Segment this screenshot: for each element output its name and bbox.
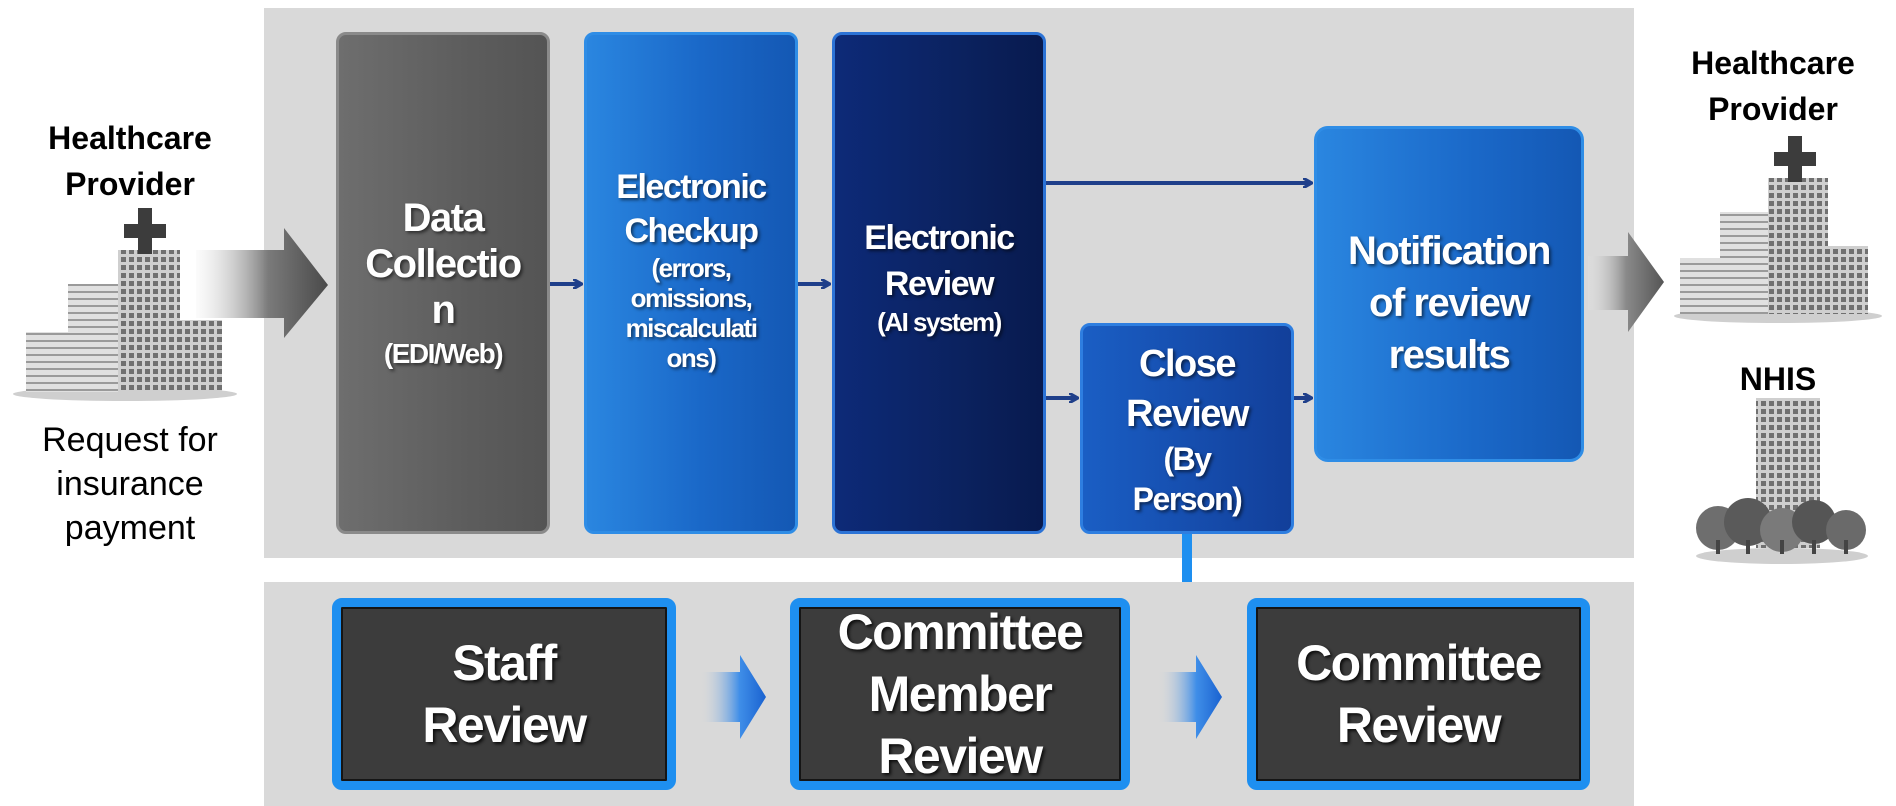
close-review-box: Close Review (By Person) <box>1080 323 1294 534</box>
review-label-line: Review <box>878 728 1043 784</box>
committee-review-box: Committee Review <box>1247 598 1590 790</box>
box-title-line: Data <box>402 196 485 240</box>
box-title-line: Review <box>1126 392 1249 435</box>
box-title-line: results <box>1388 333 1511 377</box>
box-title-line: Collectio <box>365 242 522 286</box>
caption-line: payment <box>64 509 196 547</box>
review-label-line: Committee <box>1296 635 1542 691</box>
box-subtitle-line: Person) <box>1132 480 1243 517</box>
box-title-line: Review <box>884 265 995 303</box>
box-title-line: Checkup <box>624 212 759 250</box>
request-caption: Request for insurance payment <box>10 418 250 550</box>
staff-review-box: Staff Review <box>332 598 676 790</box>
arrow-member-to-committee <box>1158 655 1222 739</box>
notification-box: Notification of review results <box>1314 126 1584 462</box>
arrow-staff-to-member <box>700 655 766 739</box>
box-title-line: Notification <box>1348 229 1551 273</box>
caption-line: insurance <box>56 465 204 503</box>
review-label-line: Review <box>1336 697 1502 753</box>
review-label-line: Review <box>422 697 587 753</box>
box-subtitle: (EDI/Web) <box>383 338 504 369</box>
box-subtitle-line: (errors, <box>651 253 732 283</box>
review-label-line: Member <box>868 666 1053 722</box>
box-subtitle: (AI system) <box>877 307 1002 337</box>
electronic-checkup-box: Electronic Checkup (errors, omissions, m… <box>584 32 798 534</box>
left-provider-title: Healthcare Provider <box>48 120 212 202</box>
hospital-building-icon <box>1674 136 1882 323</box>
input-arrow <box>196 228 328 338</box>
box-subtitle-line: ons) <box>666 343 717 373</box>
box-subtitle-line: (By <box>1163 440 1212 477</box>
electronic-review-box: Electronic Review (AI system) <box>832 32 1046 534</box>
caption-line: Request for <box>42 421 218 459</box>
box-title-line: Close <box>1139 342 1236 385</box>
output-arrow <box>1588 232 1664 332</box>
nhis-title: NHIS <box>1739 361 1817 397</box>
box-subtitle-line: miscalculati <box>625 313 758 343</box>
box-title-line: Electronic <box>864 219 1015 257</box>
nhis-building-icon <box>1696 398 1868 564</box>
committee-member-review-box: Committee Member Review <box>790 598 1130 790</box>
box-title-line: n <box>431 288 456 332</box>
hospital-building-icon <box>13 208 237 401</box>
close-review-connector <box>1182 534 1192 582</box>
review-label-line: Staff <box>452 635 557 691</box>
box-title-line: of review <box>1369 281 1530 325</box>
box-title-line: Electronic <box>616 168 767 206</box>
box-subtitle-line: omissions, <box>630 283 753 313</box>
right-provider-title: Healthcare Provider <box>1691 45 1855 127</box>
review-label-line: Committee <box>837 604 1084 660</box>
data-collection-box: Data Collectio n (EDI/Web) <box>336 32 550 534</box>
